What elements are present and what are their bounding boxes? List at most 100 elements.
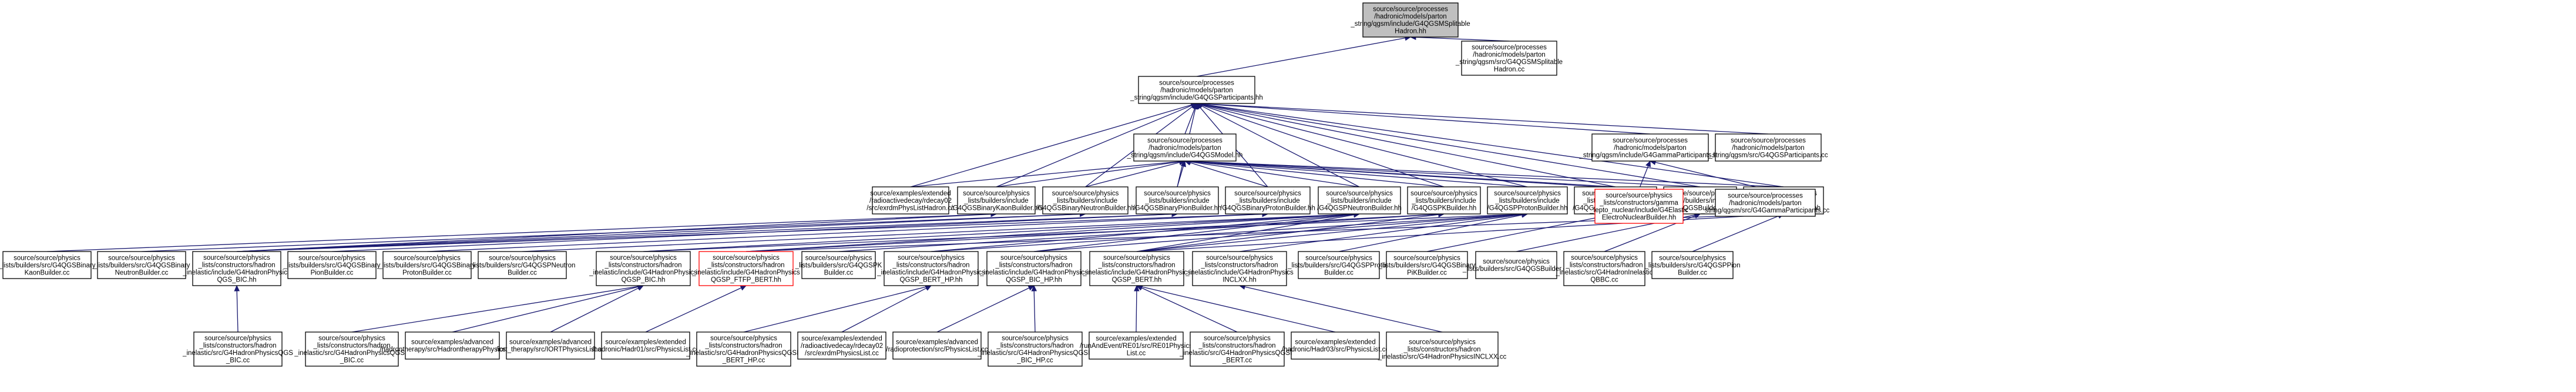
node-gammapart_cc[interactable]: source/source/processes/hadronic/models/… [1701, 189, 1830, 217]
node-qgspk_hh[interactable]: source/source/physics_lists/builders/inc… [1407, 186, 1481, 215]
node-label-line: _lists/constructors/hadron [1565, 262, 1643, 269]
node-root[interactable]: source/source/processes/hadronic/models/… [1350, 2, 1470, 38]
node-qgspproton_hh[interactable]: source/source/physics_lists/builders/inc… [1487, 186, 1568, 215]
node-neutronb_hh[interactable]: source/source/physics_lists/builders/inc… [1036, 186, 1135, 215]
edge-qgsbic_cc-to-qgsbic_hh [236, 290, 239, 333]
node-gammapart_hh[interactable]: source/source/processes/hadronic/models/… [1579, 133, 1721, 162]
node-protonb_cc[interactable]: source/source/physics_lists/builders/src… [378, 251, 476, 279]
node-box [1042, 186, 1129, 215]
node-box [1225, 186, 1311, 215]
node-bert_hh[interactable]: source/source/physics_lists/constructors… [1082, 251, 1191, 286]
node-label-line: source/source/physics [1144, 190, 1211, 197]
node-label-line: source/source/physics [14, 254, 80, 262]
node-label-line: _lists/constructors/gamma [1599, 200, 1678, 207]
node-qgspbic_hh[interactable]: source/source/physics_lists/constructors… [589, 251, 697, 286]
node-hadrontherapy[interactable]: source/examples/advanced/hadrontherapy/s… [379, 331, 525, 360]
edge-hadr03-to-bert_hh [1141, 286, 1336, 333]
node-label-line: source/source/physics [1326, 190, 1393, 197]
node-box [1136, 186, 1219, 215]
node-label-line: source/source/physics [610, 254, 677, 262]
node-label-line: source/source/physics [1052, 190, 1119, 197]
node-hadr01[interactable]: source/examples/extended/hadronic/Hadr01… [592, 331, 699, 360]
node-label-line: _lists/constructors/hadron [1200, 262, 1278, 269]
edge-qgsb_hh-to-qgspart_hh [1201, 103, 1701, 187]
node-qgsbic_hh[interactable]: source/source/physics_lists/constructors… [182, 251, 291, 286]
node-label-line: _inelastic/src/G4HadronInelastic [1556, 269, 1653, 276]
node-label-line: _inelastic/include/G4HadronPhysics [589, 269, 697, 276]
node-qgspk_cc[interactable]: source/source/physics_lists/builders/src… [795, 251, 882, 279]
edge-qgspneutron_hh-to-qgspart_hh [1201, 105, 1360, 187]
node-qgspproton_cc[interactable]: source/source/physics_lists/builders/src… [1287, 251, 1390, 279]
node-pionb_hh[interactable]: source/source/physics_lists/builders/inc… [1133, 186, 1222, 215]
node-label-line: source/source/physics [489, 254, 556, 262]
node-label-line: _inelastic/include/G4HadronPhysics [1082, 269, 1191, 276]
node-qgspbic_cc[interactable]: source/source/physics_lists/constructors… [294, 331, 409, 367]
node-bertfp_cc[interactable]: source/source/physics_lists/constructors… [686, 331, 801, 367]
node-pikb_cc[interactable]: source/source/physics_lists/builders/src… [1378, 251, 1476, 279]
node-exrdm[interactable]: source/examples/extended/radioactivedeca… [866, 186, 955, 215]
node-qgspneutron_cc[interactable]: source/source/physics_lists/builders/src… [469, 251, 576, 279]
node-label-line: Hadron.cc [1494, 66, 1525, 73]
edge-gammapart_cc-to-gammapart_hh [1655, 162, 1766, 190]
arrowhead [1134, 284, 1140, 292]
arrowhead [1645, 160, 1651, 167]
node-radioprot[interactable]: source/examples/advanced/radioprotection… [886, 331, 988, 360]
node-qgsppion_cc[interactable]: source/source/physics_lists/builders/src… [1644, 251, 1741, 279]
node-qgspart_hh[interactable]: source/source/processes/hadronic/models/… [1130, 76, 1263, 104]
node-ftfpbert_hh[interactable]: source/source/physics_lists/constructors… [691, 251, 800, 286]
node-label-line: source/source/physics [298, 254, 365, 262]
node-label-line: _lists/builders/src/G4QGSPProton [1287, 262, 1390, 269]
node-box [696, 331, 791, 367]
node-label-line: source/source/physics [1606, 192, 1672, 199]
node-kaonb_hh[interactable]: source/source/physics_lists/builders/inc… [951, 186, 1042, 215]
node-qgspneutron_hh[interactable]: source/source/physics_lists/builders/inc… [1317, 186, 1402, 215]
node-box [1715, 133, 1822, 162]
node-bichp_cc[interactable]: source/source/physics_lists/constructors… [977, 331, 1093, 367]
node-label-line: _BERT.cc [1222, 357, 1252, 364]
node-neutronb_cc[interactable]: source/source/physics_lists/builders/src… [93, 251, 190, 279]
node-label-line: source/source/physics [1494, 190, 1561, 197]
edge-qgsmodel_hh-to-qgspart_hh [1184, 108, 1195, 135]
node-label-line: source/source/physics [1234, 190, 1301, 197]
node-label-line: /G4QGSBinaryKaonBuilder.hh [951, 205, 1042, 212]
node-label-line: _inelastic/include/G4HadronPhysics [1185, 269, 1294, 276]
node-label-line: source/source/processes [1159, 79, 1234, 86]
node-kaonb_cc[interactable]: source/source/physics_lists/builders/src… [0, 251, 96, 279]
node-box [1190, 331, 1285, 367]
edge-qgspk_hh-to-qgsmodel_hh [1190, 161, 1445, 187]
node-rdecay01[interactable]: source/examples/extended/radioactivedeca… [797, 331, 886, 360]
node-gbbc_cc[interactable]: source/source/physics_lists/constructors… [1556, 251, 1653, 286]
node-inclxx_cc[interactable]: source/source/physics_lists/constructors… [1378, 331, 1507, 367]
node-label-line: source/source/physics [1305, 254, 1372, 262]
node-bert_cc[interactable]: source/source/physics_lists/constructors… [1179, 331, 1295, 367]
node-protonb_hh[interactable]: source/source/physics_lists/builders/inc… [1220, 186, 1315, 215]
node-label-line: _string/qgsm/src/G4GammaParticipants.cc [1701, 207, 1830, 214]
node-runandevent[interactable]: source/examples/extended/runAndEvent/RE0… [1080, 331, 1193, 360]
node-label-line: ElectroNuclearBuilder.hh [1602, 215, 1677, 222]
node-qgsbic_cc[interactable]: source/source/physics_lists/constructors… [182, 331, 293, 367]
node-label-line: source/source/physics [1002, 335, 1069, 342]
edge-runandevent-to-bert_hh [1136, 290, 1137, 333]
node-label-line: _string/qgsm/include/G4QGSParticipants.h… [1130, 94, 1263, 101]
node-label-line: /hadronic/models/parton [1374, 14, 1446, 21]
node-bichp_hh[interactable]: source/source/physics_lists/constructors… [979, 251, 1088, 286]
node-label-line: _inelastic/src/G4HadronPhysicsQGS [182, 350, 293, 357]
node-pionb_cc[interactable]: source/source/physics_lists/builders/src… [283, 251, 381, 279]
node-label-line: QGSP_BERT_HP.hh [900, 277, 963, 284]
node-label-line: _BIC_HP.cc [1016, 357, 1053, 364]
node-bertfp_hh[interactable]: source/source/physics_lists/constructors… [876, 251, 985, 286]
node-inclxx_hh[interactable]: source/source/physics_lists/constructors… [1185, 251, 1294, 286]
node-label-line: QBBC.cc [1590, 277, 1618, 284]
node-label-line: source/examples/extended [1096, 335, 1176, 342]
node-gammanuc[interactable]: source/source/physics_lists/constructors… [1589, 189, 1688, 224]
node-qgsb_cc[interactable]: source/source/physics_lists/builders/src… [1462, 251, 1570, 279]
node-box [957, 186, 1036, 215]
node-iort[interactable]: source/examples/advanced/iort_therapy/sr… [496, 331, 605, 360]
node-qgspart_cc[interactable]: source/source/processes/hadronic/models/… [1708, 133, 1828, 162]
node-label-line: source/source/physics [1410, 190, 1477, 197]
node-label-line: QGSP_BIC.hh [622, 277, 666, 284]
node-qgsmsplit_cc[interactable]: source/source/processes/hadronic/models/… [1455, 41, 1563, 76]
node-hadr03[interactable]: source/examples/extended/hadronic/Hadr03… [1282, 331, 1389, 360]
node-qgsmodel_hh[interactable]: source/source/processes/hadronic/models/… [1127, 133, 1243, 162]
node-label-line: source/examples/extended [801, 335, 882, 342]
